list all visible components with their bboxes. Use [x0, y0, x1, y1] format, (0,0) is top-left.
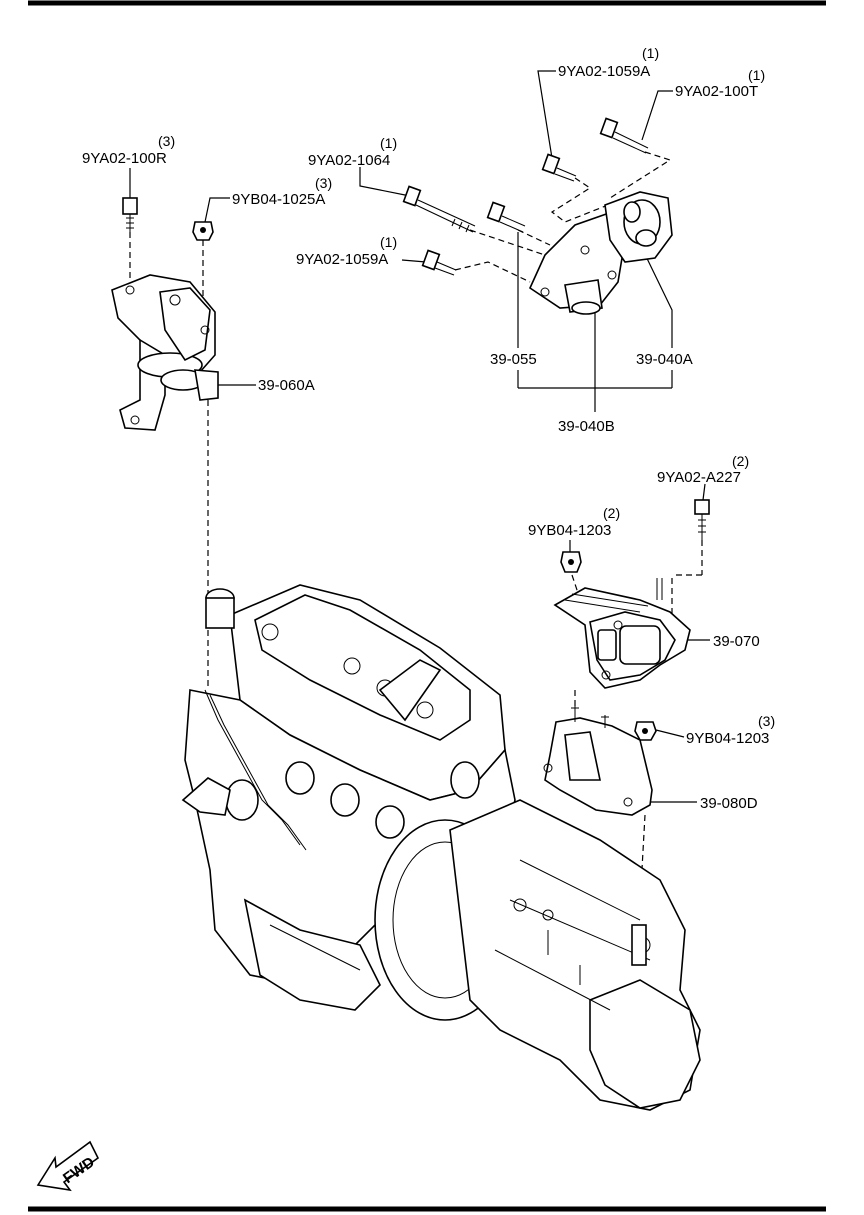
label-39-055: 39-055: [490, 351, 537, 368]
labels: (1) 9YA02-1059A (1) 9YA02-100T (3) 9YA02…: [82, 45, 775, 812]
qty-9ya02-100t: (1): [748, 67, 765, 83]
bolt-9ya02-100t: [599, 117, 649, 154]
fwd-arrow-icon: FWD: [36, 1140, 100, 1192]
qty-9yb04-1025a: (3): [315, 175, 332, 191]
label-39-040a: 39-040A: [636, 351, 693, 368]
label-39-040b: 39-040B: [558, 418, 615, 435]
label-39-070: 39-070: [713, 633, 760, 650]
label-9yb04-1203-a: 9YB04-1203: [528, 522, 611, 539]
engine-mount-39-060a: [111, 274, 219, 431]
qty-9ya02-1064: (1): [380, 135, 397, 151]
nut-9yb04-1203-a: [560, 551, 582, 573]
assembly-dashed-lines: [129, 151, 703, 906]
engine-mount-39-040: [528, 191, 673, 315]
qty-9ya02-a227: (2): [732, 453, 749, 469]
qty-9ya02-100r: (3): [158, 133, 175, 149]
engine-transmission-assembly: [181, 584, 701, 1111]
transmission-mount-39-070: [553, 578, 691, 689]
qty-9yb04-1203-a: (2): [603, 505, 620, 521]
bolt-9ya02-1064: [402, 185, 476, 233]
qty-9ya02-1059a-mid: (1): [380, 234, 397, 250]
label-9ya02-100r: 9YA02-100R: [82, 150, 167, 167]
bolt-9ya02-1059a-mid: [421, 249, 457, 276]
bolt-9ya02-a227: [694, 499, 710, 540]
label-39-060a: 39-060A: [258, 377, 315, 394]
nut-9yb04-1203-b: [634, 721, 657, 741]
label-9ya02-a227: 9YA02-A227: [657, 469, 741, 486]
label-9yb04-1025a: 9YB04-1025A: [232, 191, 325, 208]
label-9ya02-1059a-mid: 9YA02-1059A: [296, 251, 388, 268]
bolt-9ya02-100r: [122, 197, 138, 232]
label-9ya02-1059a-top: 9YA02-1059A: [558, 63, 650, 80]
qty-9ya02-1059a-top: (1): [642, 45, 659, 61]
label-39-080d: 39-080D: [700, 795, 758, 812]
leader-lines: [129, 70, 710, 803]
label-9ya02-1064: 9YA02-1064: [308, 152, 390, 169]
bolt-9ya02-1059a-top: [541, 153, 577, 182]
label-9ya02-100t: 9YA02-100T: [675, 83, 758, 100]
qty-9yb04-1203-b: (3): [758, 713, 775, 729]
nut-9yb04-1025a: [192, 221, 214, 241]
bolt-39-055: [486, 201, 526, 233]
label-9yb04-1203-b: 9YB04-1203: [686, 730, 769, 747]
transmission-mount-39-080d: [543, 706, 653, 816]
